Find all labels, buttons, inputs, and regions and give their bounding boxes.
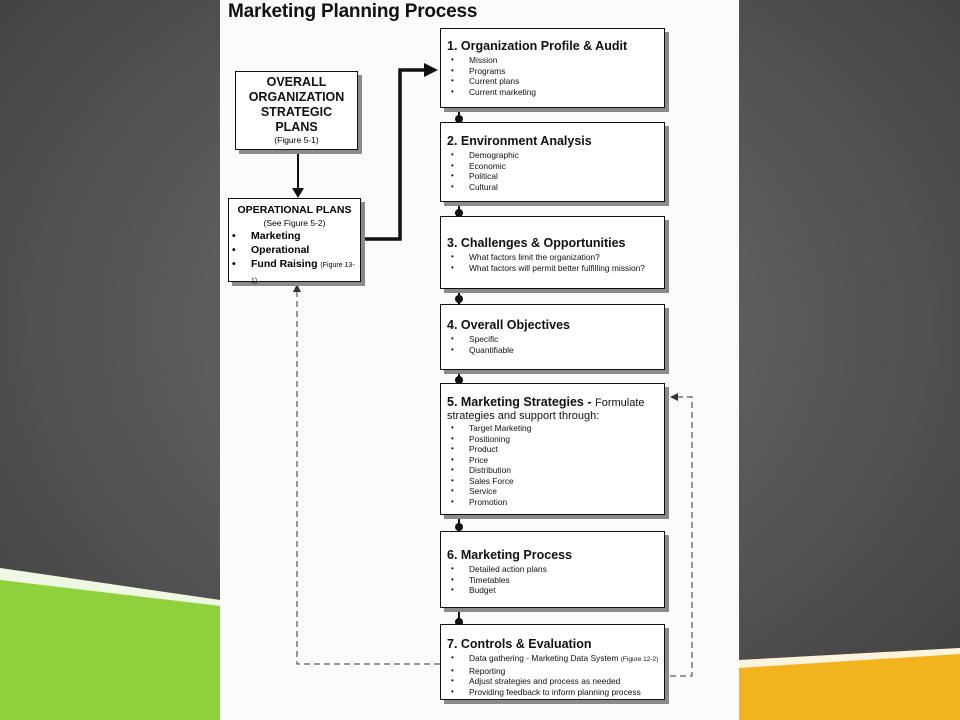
step-item: Budget <box>447 585 664 596</box>
node-dot <box>455 115 463 123</box>
operational-to-step1-arrow <box>361 68 426 241</box>
step-item: Providing feedback to inform planning pr… <box>447 687 664 698</box>
step-item: Current marketing <box>447 87 664 98</box>
step-item: Product <box>447 444 664 455</box>
step-item: What factors will permit better fulfilli… <box>447 263 664 274</box>
step-item: Sales Force <box>447 476 664 487</box>
step-item: What factors limit the organization? <box>447 252 664 263</box>
step-item: Current plans <box>447 76 664 87</box>
node-dot <box>455 295 463 303</box>
step-item: Promotion <box>447 497 664 508</box>
step-item: Timetables <box>447 575 664 586</box>
step-2-box: 2. Environment Analysis Demographic Econ… <box>440 122 665 202</box>
operational-item: Marketing <box>229 229 360 243</box>
step-item: Detailed action plans <box>447 564 664 575</box>
step-item: Specific <box>447 334 664 345</box>
step-4-box: 4. Overall Objectives Specific Quantifia… <box>440 304 665 370</box>
step-1-box: 1. Organization Profile & Audit Mission … <box>440 28 665 108</box>
feedback-loop-right <box>660 396 693 677</box>
step-item: Distribution <box>447 465 664 476</box>
step-item: Political <box>447 171 664 182</box>
step-item: Quantifiable <box>447 345 664 356</box>
step-6-box: 6. Marketing Process Detailed action pla… <box>440 531 665 608</box>
step-title: 4. Overall Objectives <box>447 318 570 332</box>
step-item: Service <box>447 486 664 497</box>
step-title: 7. Controls & Evaluation <box>447 637 592 651</box>
step-item: Adjust strategies and process as needed <box>447 676 664 687</box>
step-item: Data gathering - Marketing Data System (… <box>447 653 664 666</box>
operational-item: Fund Raising (Figure 13-1) <box>229 257 360 289</box>
step-item: Target Marketing <box>447 423 664 434</box>
operational-box-title: OPERATIONAL PLANS <box>237 204 352 216</box>
operational-plans-box: OPERATIONAL PLANS (See Figure 5-2) Marke… <box>228 198 361 285</box>
step-item: Demographic <box>447 150 664 161</box>
node-dot <box>455 209 463 217</box>
step-item: Mission <box>447 55 664 66</box>
step-item: Cultural <box>447 182 664 193</box>
step-title: 1. Organization Profile & Audit <box>447 39 628 53</box>
diagram-title: Marketing Planning Process <box>228 1 478 22</box>
diagram-page: Marketing Planning Process OVERALL ORGAN… <box>220 0 739 720</box>
step-item: Programs <box>447 66 664 77</box>
step-subtitle: strategies and support through: <box>447 410 600 422</box>
overall-box-ref: (Figure 5-1) <box>274 135 319 145</box>
step-title: 6. Marketing Process <box>447 548 573 562</box>
step-title-suffix: Formulate <box>594 397 645 409</box>
step-title: 3. Challenges & Opportunities <box>447 236 626 250</box>
operational-box-ref: (See Figure 5-2) <box>263 218 326 228</box>
step-3-box: 3. Challenges & Opportunities What facto… <box>440 216 665 289</box>
step-title: 2. Environment Analysis <box>447 134 592 148</box>
operational-item: Operational <box>229 243 360 257</box>
step-item: Price <box>447 455 664 466</box>
step-item: Economic <box>447 161 664 172</box>
node-dot <box>455 523 463 531</box>
step-item: Reporting <box>447 666 664 677</box>
step-7-box: 7. Controls & Evaluation Data gathering … <box>440 624 665 700</box>
step-5-box: 5. Marketing Strategies - Formulate stra… <box>440 383 665 515</box>
node-dot <box>455 376 463 384</box>
step-item: Positioning <box>447 434 664 445</box>
overall-strategic-plans-box: OVERALL ORGANIZATION STRATEGIC PLANS (Fi… <box>235 71 358 150</box>
feedback-loop-left <box>296 292 440 665</box>
step-title: 5. Marketing Strategies - <box>447 395 592 409</box>
